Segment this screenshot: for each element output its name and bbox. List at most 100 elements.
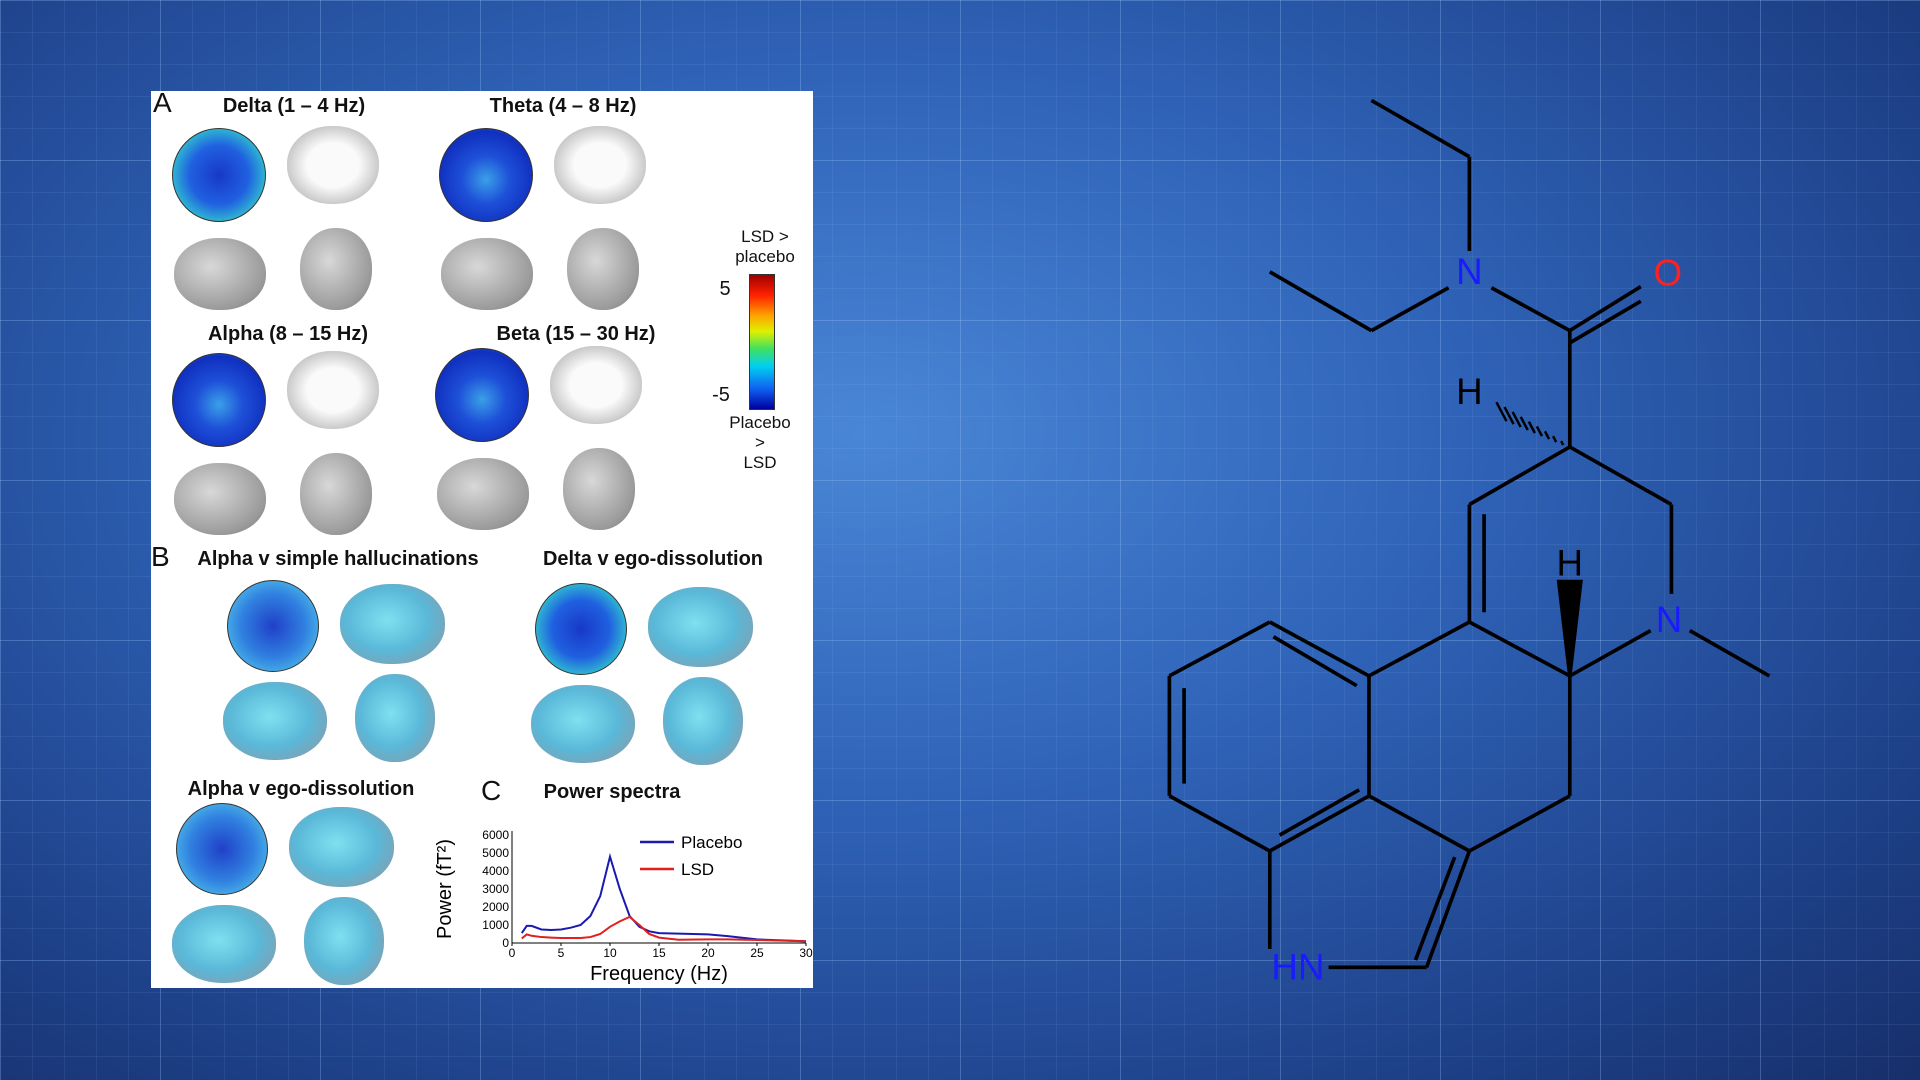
- x-tick-label: 15: [652, 946, 666, 960]
- lateral-brain-view: [172, 905, 276, 983]
- top-brain-view: [300, 228, 372, 310]
- sagittal-brain-slice: [340, 584, 445, 664]
- bond: [1272, 635, 1358, 688]
- top-brain-view: [300, 453, 372, 535]
- bond: [1268, 794, 1370, 853]
- hashed-bond-stripe: [1519, 416, 1529, 431]
- atom-n-ring: N: [1656, 599, 1683, 640]
- sagittal-brain-slice: [550, 346, 642, 424]
- colorbar-bottom-line1: Placebo >: [729, 413, 791, 452]
- alpha-ego-title: Alpha v ego-dissolution: [187, 778, 415, 800]
- hashed-bond-stripe: [1543, 430, 1551, 440]
- bond: [1568, 629, 1652, 678]
- x-axis-label: Frequency (Hz): [590, 963, 728, 985]
- top-brain-view: [563, 448, 635, 530]
- top-brain-view: [355, 674, 435, 762]
- bond: [1278, 788, 1361, 837]
- bond: [1468, 620, 1571, 678]
- colorbar-top-line2: placebo: [735, 247, 795, 266]
- panel-b-letter: B: [151, 541, 170, 572]
- theta-title: Theta (4 – 8 Hz): [489, 95, 637, 117]
- bond: [1568, 284, 1642, 333]
- topographic-map: [435, 348, 529, 442]
- colorbar-top-label: LSD >placebo: [735, 227, 795, 267]
- topographic-map: [227, 580, 319, 672]
- top-brain-view: [567, 228, 639, 310]
- panel-a-letter: A: [153, 87, 172, 118]
- bond: [1168, 620, 1271, 678]
- hashed-bond-stripe: [1503, 406, 1515, 425]
- x-tick-label: 25: [750, 946, 764, 960]
- colorbar-top-line1: LSD >: [741, 227, 789, 246]
- hashed-bond-stripe: [1560, 440, 1565, 446]
- bond: [1424, 850, 1472, 968]
- bond: [1468, 794, 1571, 853]
- hashed-bond-stripe: [1527, 421, 1536, 434]
- lateral-brain-view: [223, 682, 327, 760]
- lateral-brain-view: [437, 458, 529, 530]
- wedge-bond: [1556, 579, 1583, 677]
- legend-label: LSD: [681, 860, 714, 879]
- x-tick-label: 10: [603, 946, 617, 960]
- colorbar-bottom-label: Placebo >LSD: [729, 413, 790, 473]
- bond: [1370, 286, 1450, 333]
- y-tick-label: 1000: [482, 918, 509, 932]
- hashed-bond-stripe: [1495, 401, 1508, 422]
- atom-h-c8: H: [1456, 371, 1483, 412]
- bond: [1688, 629, 1771, 678]
- sagittal-brain-slice: [648, 587, 753, 667]
- lateral-brain-view: [174, 463, 266, 535]
- atom-o: O: [1653, 252, 1682, 293]
- colorbar-bottom-line2: LSD: [743, 453, 777, 472]
- y-tick-label: 0: [502, 936, 509, 950]
- bond: [1268, 620, 1370, 678]
- y-tick-label: 3000: [482, 882, 509, 896]
- delta-ego-title: Delta v ego-dissolution: [542, 548, 764, 570]
- x-tick-label: 5: [558, 946, 565, 960]
- alpha-title: Alpha (8 – 15 Hz): [207, 323, 369, 345]
- topographic-map: [172, 353, 266, 447]
- y-tick-label: 6000: [482, 828, 509, 842]
- x-tick-label: 20: [701, 946, 715, 960]
- sagittal-brain-slice: [287, 351, 379, 429]
- colorbar: [749, 274, 775, 410]
- sagittal-brain-slice: [289, 807, 394, 887]
- bond: [1370, 98, 1471, 159]
- lateral-brain-view: [531, 685, 635, 763]
- bond: [1368, 620, 1471, 678]
- sagittal-brain-slice: [554, 126, 646, 204]
- hashed-bond-stripe: [1551, 435, 1558, 443]
- chart-title: Power spectra: [543, 781, 681, 803]
- hashed-bond-stripe: [1535, 425, 1544, 437]
- atom-hn: HN: [1271, 947, 1324, 988]
- topographic-map: [176, 803, 268, 895]
- top-brain-view: [663, 677, 743, 765]
- lateral-brain-view: [174, 238, 266, 310]
- atom-n-amide: N: [1456, 251, 1483, 292]
- y-tick-label: 5000: [482, 846, 509, 860]
- y-tick-label: 4000: [482, 864, 509, 878]
- topographic-map: [535, 583, 627, 675]
- panel-c-letter: C: [481, 775, 502, 806]
- lateral-brain-view: [441, 238, 533, 310]
- y-tick-label: 2000: [482, 900, 509, 914]
- x-tick-label: 30: [799, 946, 813, 960]
- bond: [1468, 445, 1571, 507]
- colorbar-min: -5: [712, 384, 730, 406]
- bond: [1413, 856, 1457, 961]
- bond: [1568, 299, 1642, 345]
- bond: [1568, 445, 1673, 507]
- sagittal-brain-slice: [287, 126, 379, 204]
- atom-h-c5: H: [1557, 543, 1584, 584]
- top-brain-view: [304, 897, 384, 985]
- eeg-figure-panel: A Delta (1 – 4 Hz) Theta (4 – 8 Hz) Alph…: [151, 87, 813, 988]
- legend-label: Placebo: [681, 833, 742, 852]
- bond: [1490, 286, 1571, 333]
- x-tick-label: 0: [509, 946, 516, 960]
- beta-title: Beta (15 – 30 Hz): [496, 323, 656, 345]
- topographic-map: [439, 128, 533, 222]
- colorbar-max: 5: [719, 278, 731, 300]
- hashed-bond-stripe: [1511, 411, 1522, 428]
